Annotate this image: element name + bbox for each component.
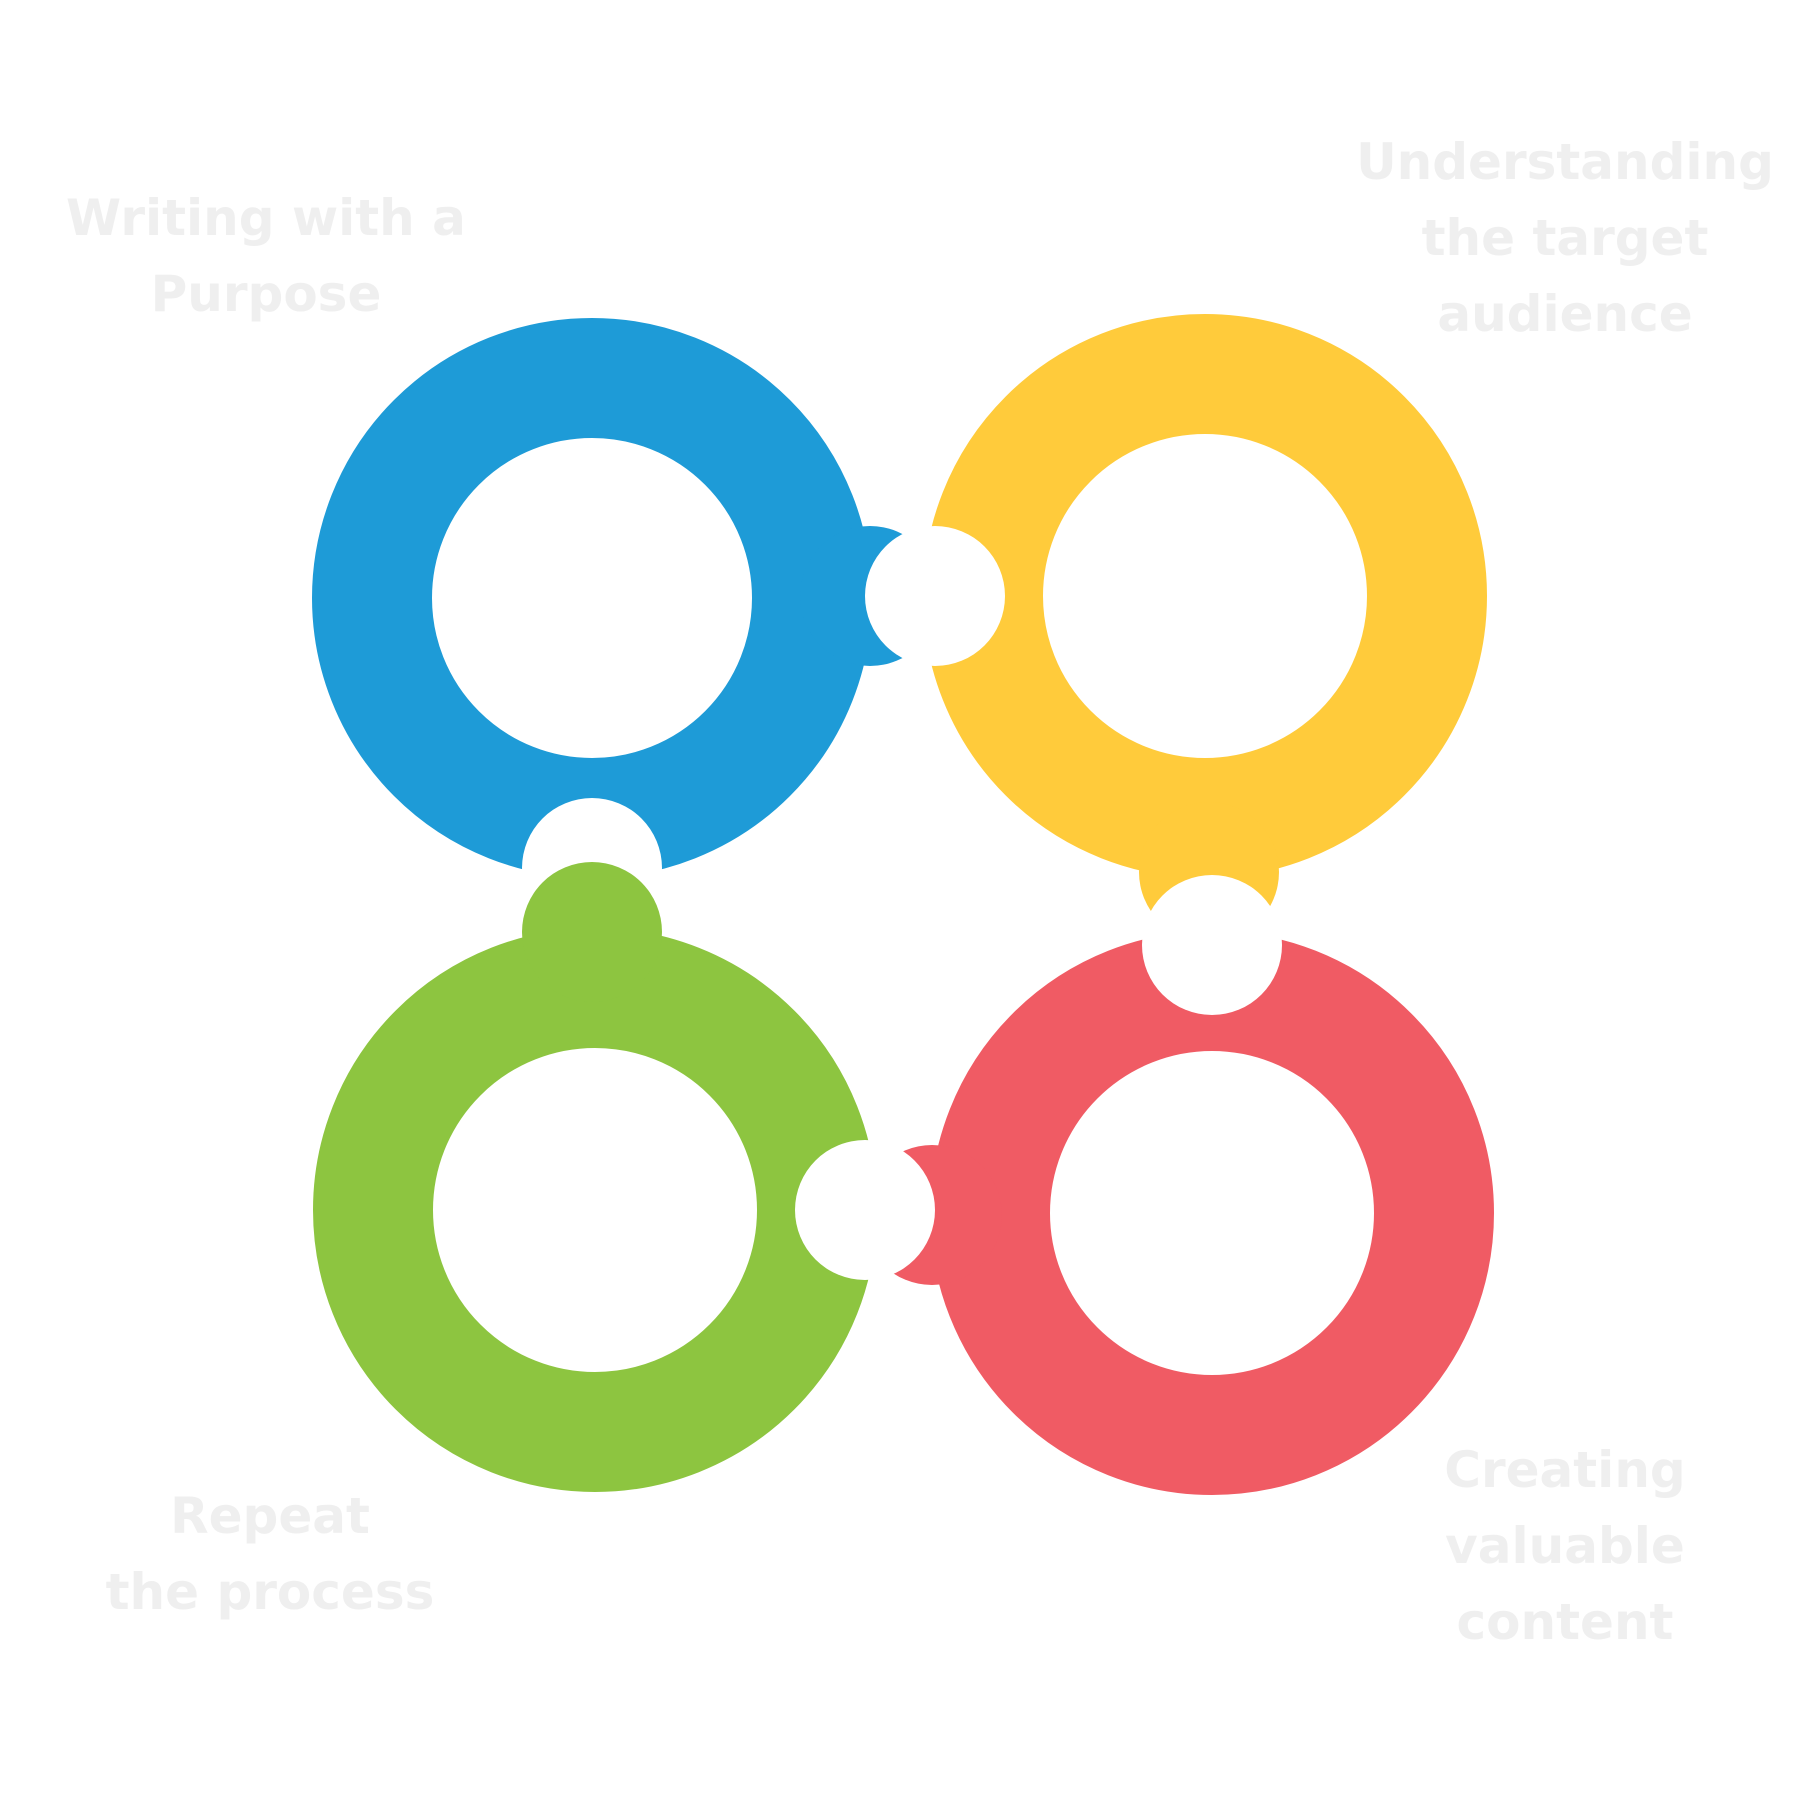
notch-content	[1142, 875, 1282, 1015]
step-repeat	[313, 862, 935, 1492]
notch-repeat	[795, 1140, 935, 1280]
ring-audience	[923, 314, 1487, 878]
step-audience	[865, 314, 1487, 942]
label-repeat-line-1: Repeat	[170, 1487, 370, 1545]
label-content-line-2: valuable	[1445, 1517, 1685, 1575]
ring-repeat	[313, 928, 877, 1492]
hand-writing-icon	[498, 512, 682, 662]
step-content	[862, 875, 1494, 1495]
label-audience-line-3: audience	[1437, 285, 1693, 343]
connector-tab-repeat	[522, 862, 662, 1002]
step-writing	[312, 318, 940, 938]
label-content-line-1: Creating	[1444, 1441, 1686, 1499]
label-content-line-3: content	[1456, 1593, 1674, 1651]
label-repeat: Repeat the process	[90, 1478, 450, 1630]
ring-writing	[312, 318, 872, 878]
label-writing-line-1: Writing with a	[66, 189, 466, 247]
notch-audience	[865, 526, 1005, 666]
label-audience: Understanding the target audience	[1345, 124, 1785, 352]
label-repeat-line-2: the process	[105, 1563, 435, 1621]
hand-diamond-icon	[1122, 1130, 1274, 1298]
label-writing: Writing with a Purpose	[56, 180, 476, 332]
label-content: Creating valuable content	[1395, 1432, 1735, 1660]
label-audience-line-2: the target	[1421, 209, 1709, 267]
ring-content	[930, 931, 1494, 1495]
label-audience-line-1: Understanding	[1356, 133, 1774, 191]
label-writing-line-2: Purpose	[150, 265, 382, 323]
